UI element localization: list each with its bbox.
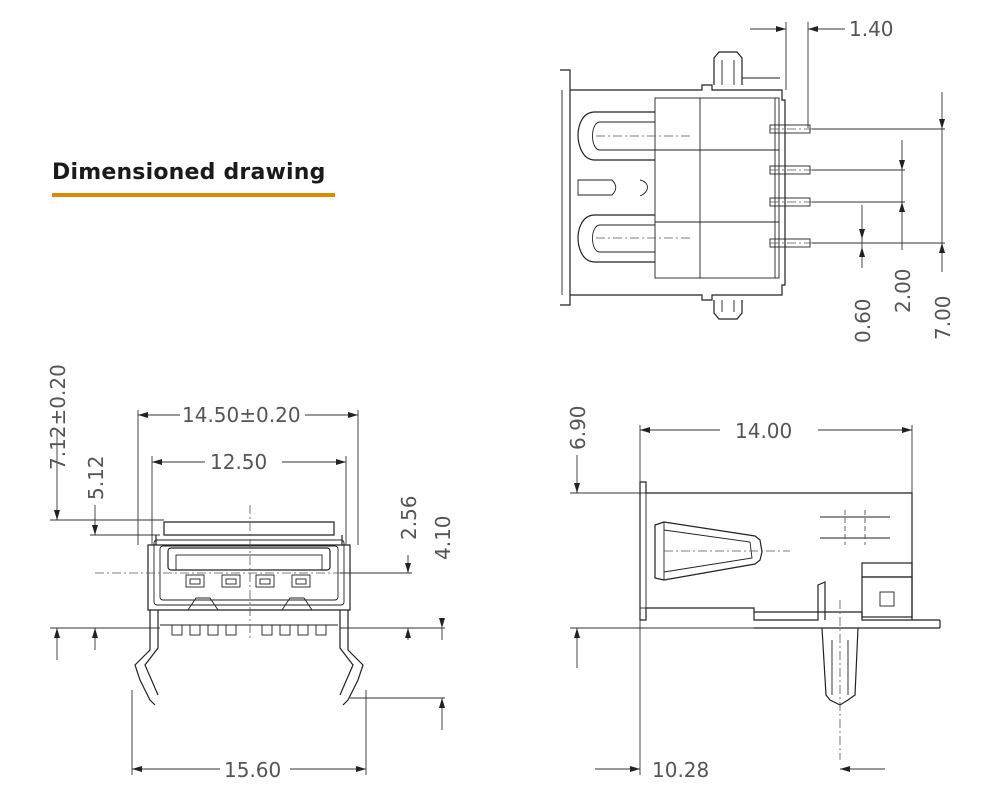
dim-2-56: 2.56 xyxy=(397,495,421,540)
dim-1-40: 1.40 xyxy=(849,17,894,41)
heading-underline xyxy=(52,193,335,197)
dim-6-90: 6.90 xyxy=(566,405,590,450)
dim-2-00: 2.00 xyxy=(891,268,915,313)
dim-7-00: 7.00 xyxy=(931,295,955,340)
dim-4-10: 4.10 xyxy=(431,515,455,560)
top-view: 1.40 0.60 2.00 7.00 xyxy=(560,17,955,343)
dim-10-28: 10.28 xyxy=(652,758,709,782)
dim-5-12: 5.12 xyxy=(84,455,108,500)
dim-12-50: 12.50 xyxy=(210,450,267,474)
dim-14-50: 14.50±0.20 xyxy=(182,403,301,427)
side-view: 14.00 6.90 10.28 xyxy=(566,405,941,782)
front-view: 14.50±0.20 12.50 7.12±0.20 5.12 2.56 xyxy=(46,364,455,782)
dim-0-60: 0.60 xyxy=(851,298,875,343)
dim-15-60: 15.60 xyxy=(224,758,281,782)
dim-14-00: 14.00 xyxy=(735,419,792,443)
dim-7-12: 7.12±0.20 xyxy=(46,364,70,470)
section-heading: Dimensioned drawing xyxy=(52,160,326,185)
